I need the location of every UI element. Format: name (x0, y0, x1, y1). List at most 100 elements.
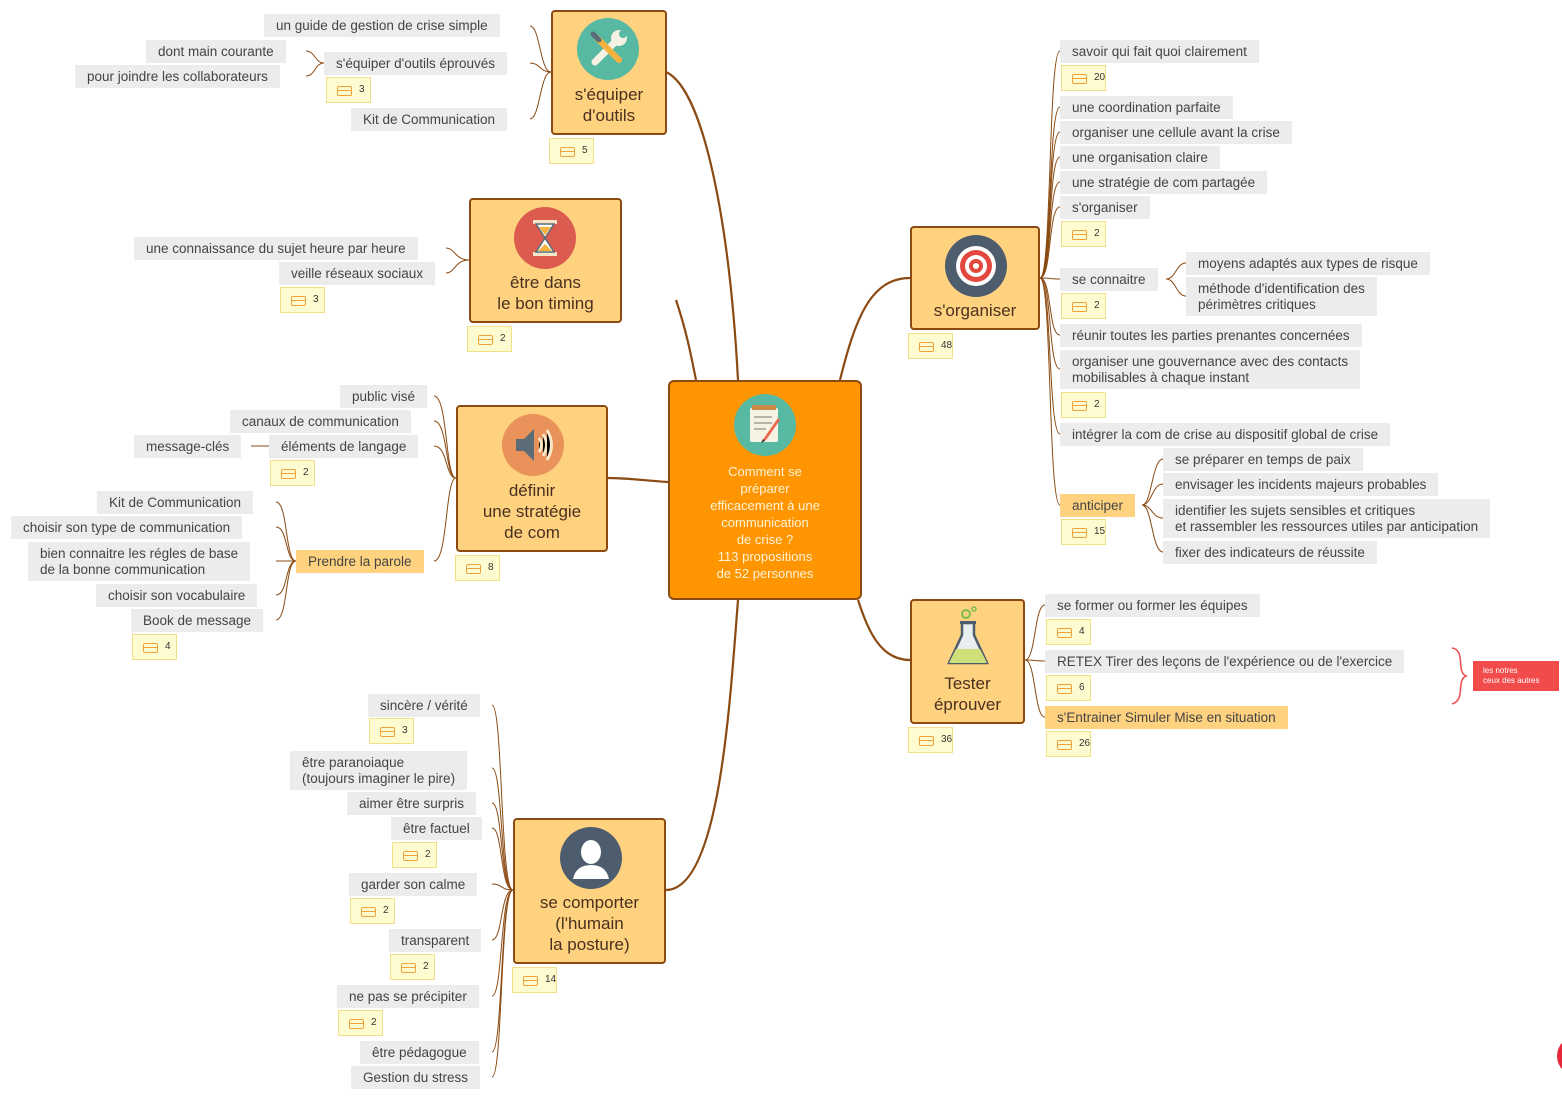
leaf[interactable]: garder son calme (349, 873, 478, 896)
leaf[interactable]: moyens adaptés aux types de risque (1186, 252, 1430, 275)
note-badge[interactable]: 26 (1046, 731, 1091, 757)
note-badge[interactable]: 6 (1046, 675, 1091, 701)
topic-title: Tester éprouver (933, 674, 1002, 714)
note-icon (1057, 740, 1072, 750)
note-badge[interactable]: 8 (455, 555, 500, 581)
note-badge[interactable]: 2 (1061, 392, 1106, 418)
leaf[interactable]: éléments de langage (269, 435, 419, 458)
hourglass-icon (514, 207, 576, 269)
leaf-highlighted[interactable]: anticiper (1060, 494, 1136, 517)
leaf[interactable]: dont main courante (146, 40, 286, 63)
leaf[interactable]: Kit de Communication (97, 491, 254, 514)
note-badge[interactable]: 4 (132, 634, 177, 660)
leaf[interactable]: RETEX Tirer des leçons de l'expérience o… (1045, 650, 1405, 673)
leaf[interactable]: être paranoiaque (toujours imaginer le p… (290, 751, 468, 790)
flask-icon (937, 605, 999, 671)
note-badge[interactable]: 3 (280, 287, 325, 313)
leaf[interactable]: méthode d'identification des périmètres … (1186, 277, 1377, 316)
leaf[interactable]: savoir qui fait quoi clairement (1060, 40, 1259, 63)
note-badge[interactable]: 36 (908, 727, 953, 753)
note-badge[interactable]: 2 (338, 1010, 383, 1036)
leaf[interactable]: réunir toutes les parties prenantes conc… (1060, 324, 1362, 347)
note-icon (1072, 401, 1087, 411)
note-icon (919, 736, 934, 746)
leaf-highlighted[interactable]: s'Entrainer Simuler Mise en situation (1045, 706, 1288, 729)
note-badge[interactable]: 14 (512, 967, 557, 993)
leaf[interactable]: un guide de gestion de crise simple (264, 14, 500, 37)
note-icon (1072, 230, 1087, 240)
note-icon (1057, 628, 1072, 638)
leaf[interactable]: pour joindre les collaborateurs (75, 65, 280, 88)
leaf[interactable]: une coordination parfaite (1060, 96, 1233, 119)
leaf[interactable]: envisager les incidents majeurs probable… (1163, 473, 1439, 496)
leaf[interactable]: ne pas se précipiter (337, 985, 479, 1008)
leaf[interactable]: fixer des indicateurs de réussite (1163, 541, 1377, 564)
leaf[interactable]: être pédagogue (360, 1041, 479, 1064)
note-badge[interactable]: 20 (1061, 65, 1106, 91)
note-badge[interactable]: 2 (1061, 293, 1106, 319)
note-badge[interactable]: 2 (1061, 221, 1106, 247)
leaf[interactable]: organiser une gouvernance avec des conta… (1060, 350, 1361, 389)
leaf[interactable]: identifier les sujets sensibles et criti… (1163, 499, 1491, 538)
topic-title: être dans le bon timing (497, 273, 594, 313)
leaf[interactable]: aimer être surpris (347, 792, 477, 815)
leaf[interactable]: se préparer en temps de paix (1163, 448, 1363, 471)
leaf[interactable]: canaux de communication (230, 410, 411, 433)
person-icon (560, 827, 622, 889)
note-badge[interactable]: 2 (350, 898, 395, 924)
note-icon (1072, 302, 1087, 312)
leaf[interactable]: intégrer la com de crise au dispositif g… (1060, 423, 1391, 446)
topic-strategie[interactable]: définir une stratégie de com (456, 405, 608, 552)
leaf[interactable]: une stratégie de com partagée (1060, 171, 1268, 194)
note-icon (523, 976, 538, 986)
note-badge[interactable]: 2 (390, 954, 435, 980)
topic-title: s'organiser (933, 301, 1017, 320)
leaf[interactable]: s'équiper d'outils éprouvés (324, 52, 508, 75)
note-badge[interactable]: 4 (1046, 619, 1091, 645)
note-icon (401, 963, 416, 973)
leaf[interactable]: veille réseaux sociaux (279, 262, 436, 285)
note-badge[interactable]: 3 (326, 77, 371, 103)
note-icon (403, 851, 418, 861)
topic-comporter[interactable]: se comporter (l'humain la posture) (513, 818, 666, 964)
leaf[interactable]: se connaitre (1060, 268, 1158, 291)
leaf[interactable]: choisir son vocabulaire (96, 584, 258, 607)
summary-callout[interactable]: les notres ceux des autres (1473, 661, 1559, 691)
note-icon (380, 727, 395, 737)
target-icon (945, 235, 1007, 297)
note-badge[interactable]: 3 (369, 718, 414, 744)
note-badge[interactable]: 2 (467, 326, 512, 352)
leaf[interactable]: être factuel (391, 817, 482, 840)
note-icon (919, 342, 934, 352)
leaf[interactable]: s'organiser (1060, 196, 1150, 219)
leaf[interactable]: une connaissance du sujet heure par heur… (134, 237, 418, 260)
note-badge[interactable]: 2 (270, 460, 315, 486)
leaf[interactable]: organiser une cellule avant la crise (1060, 121, 1292, 144)
leaf[interactable]: bien connaitre les régles de base de la … (28, 542, 251, 581)
leaf[interactable]: se former ou former les équipes (1045, 594, 1260, 617)
note-icon (466, 564, 481, 574)
note-badge[interactable]: 2 (392, 842, 437, 868)
leaf[interactable]: choisir son type de communication (11, 516, 243, 539)
leaf[interactable]: Book de message (131, 609, 264, 632)
note-badge[interactable]: 48 (908, 333, 953, 359)
central-title: Comment se préparer efficacement à une c… (710, 464, 820, 581)
corner-badge (1557, 1036, 1562, 1076)
note-badge[interactable]: 15 (1061, 519, 1106, 545)
topic-equiper[interactable]: s'équiper d'outils (551, 10, 667, 135)
note-badge[interactable]: 5 (549, 138, 594, 164)
leaf[interactable]: une organisation claire (1060, 146, 1220, 169)
central-topic[interactable]: Comment se préparer efficacement à une c… (668, 380, 862, 600)
leaf[interactable]: Gestion du stress (351, 1066, 481, 1089)
leaf[interactable]: sincère / vérité (368, 694, 480, 717)
topic-organiser[interactable]: s'organiser (910, 226, 1040, 330)
leaf[interactable]: transparent (389, 929, 482, 952)
note-icon (291, 296, 306, 306)
leaf[interactable]: message-clés (134, 435, 242, 458)
topic-timing[interactable]: être dans le bon timing (469, 198, 622, 323)
topic-tester[interactable]: Tester éprouver (910, 599, 1025, 724)
leaf-highlighted[interactable]: Prendre la parole (296, 550, 424, 573)
leaf[interactable]: public visé (340, 385, 428, 408)
leaf[interactable]: Kit de Communication (351, 108, 508, 131)
